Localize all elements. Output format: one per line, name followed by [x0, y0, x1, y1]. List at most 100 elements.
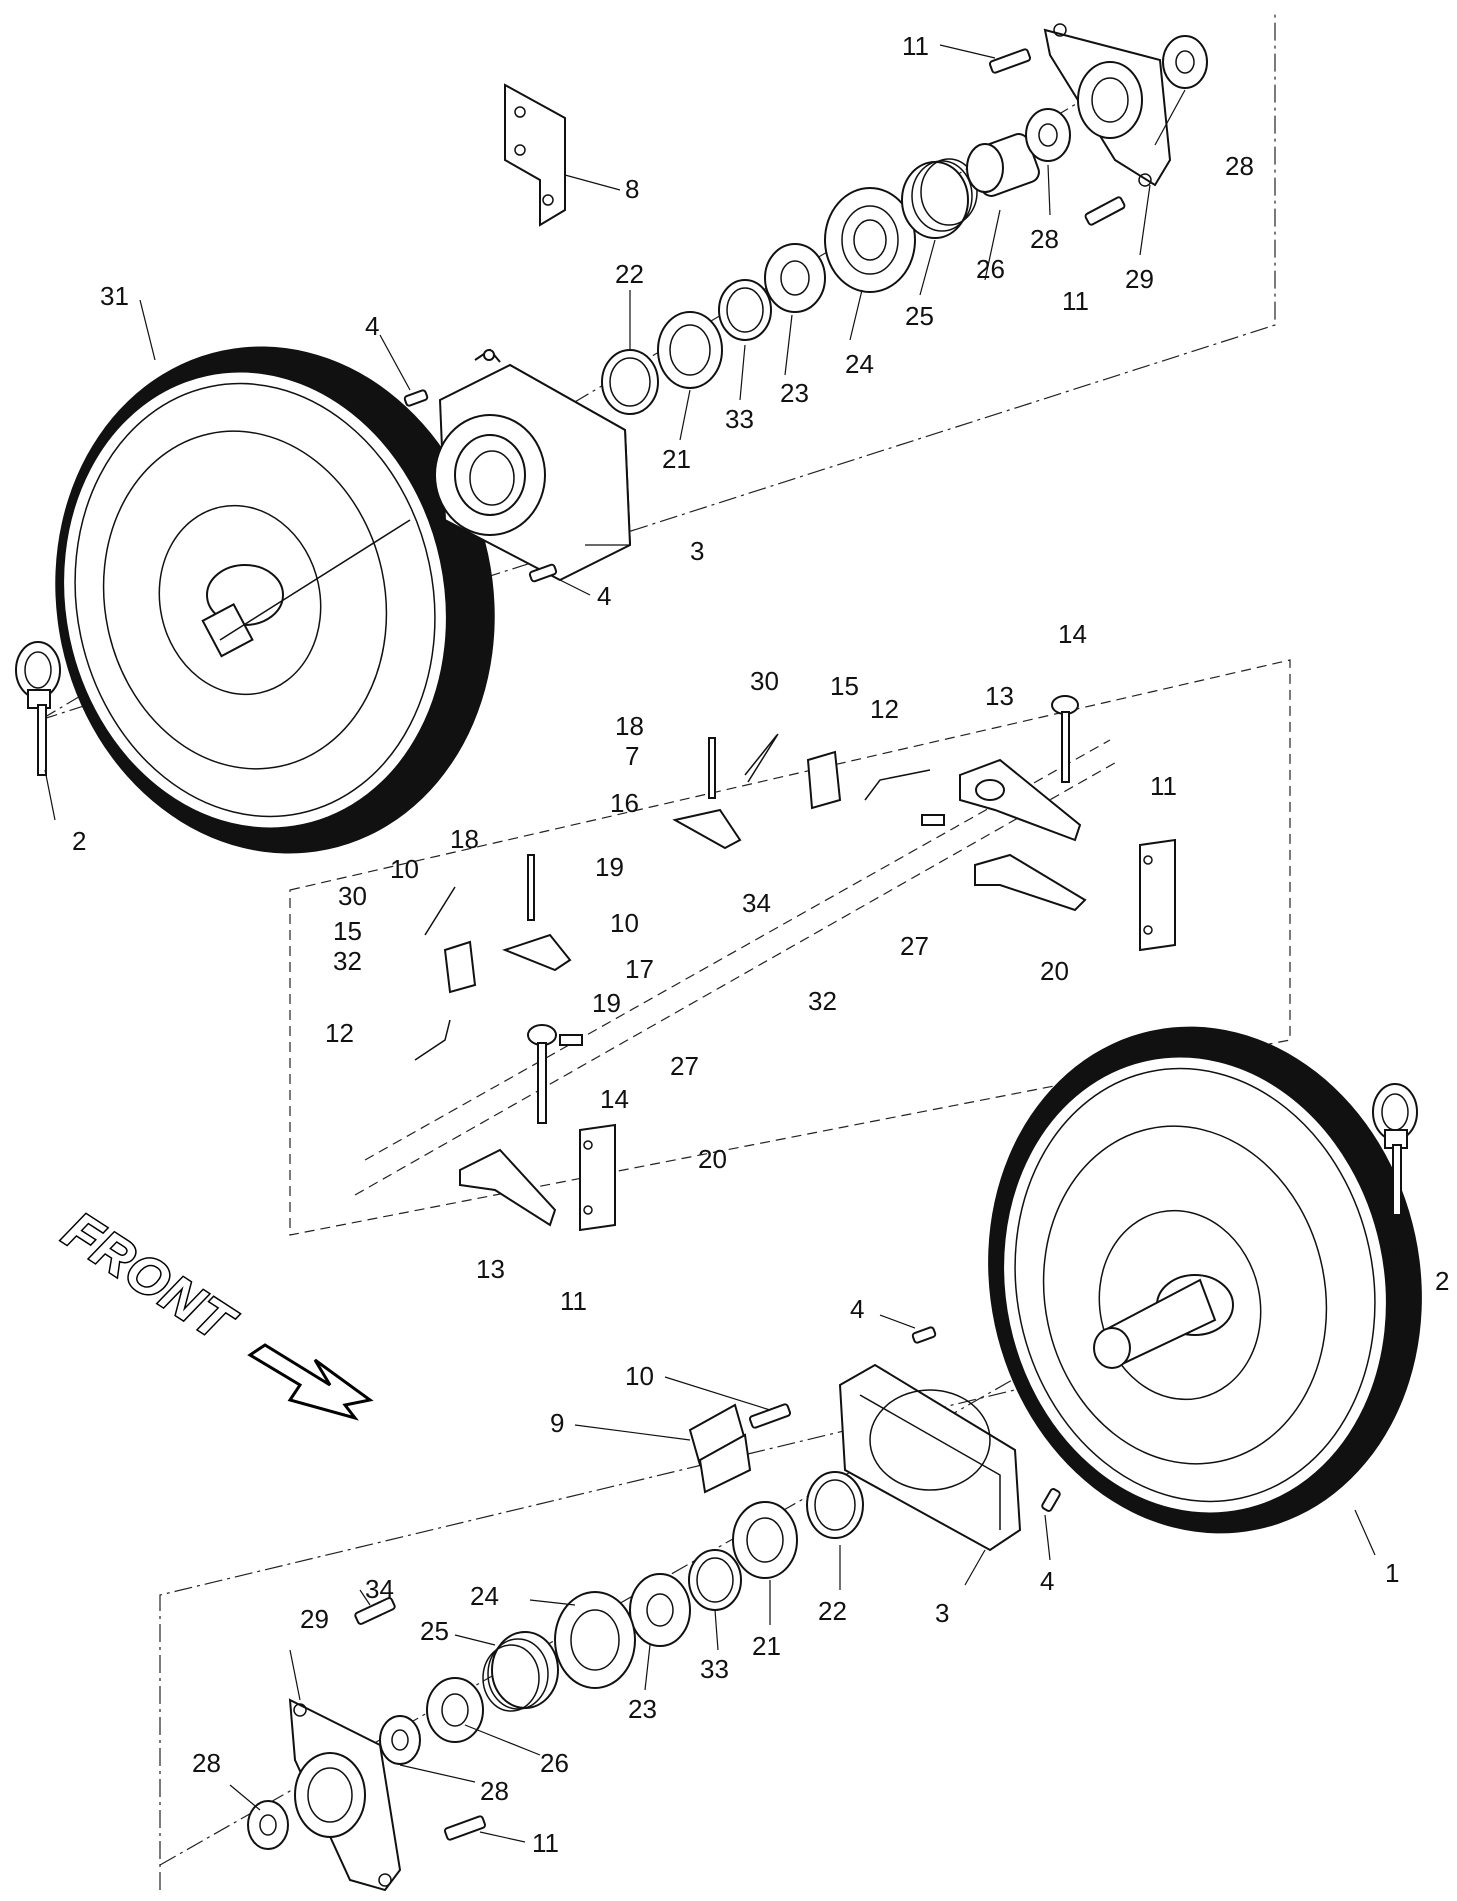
callout-27: 27 [670, 1051, 699, 1081]
wheel-left-tire [55, 346, 495, 854]
spring-25-upper [901, 158, 978, 239]
lever-13-lower [459, 1148, 557, 1227]
callout-11: 11 [902, 31, 929, 61]
upper-assembly-outline [39, 10, 1276, 721]
callout-18: 18 [450, 824, 479, 854]
callout-27: 27 [900, 931, 929, 961]
rod-12-lower [414, 1019, 451, 1061]
gear-23-upper [764, 243, 826, 313]
bolt-4-upper-b [528, 563, 558, 583]
wheel-right-tire [988, 1026, 1422, 1534]
callout-29: 29 [1125, 264, 1154, 294]
callout-29: 29 [300, 1604, 329, 1634]
bracket-20-lower [579, 1123, 616, 1232]
callout-23: 23 [628, 1694, 657, 1724]
bolt-11-upper-b [1084, 196, 1126, 226]
bolt-34-lower [354, 1597, 396, 1625]
axle-shaft [354, 739, 1121, 1196]
bushing-26-lower [426, 1677, 484, 1743]
callout-10: 10 [610, 908, 639, 938]
bolt-4-lower-a [911, 1326, 937, 1344]
callout-9: 9 [550, 1408, 564, 1438]
callout-4: 4 [850, 1294, 864, 1324]
callout-34: 34 [742, 888, 771, 918]
callout-8: 8 [625, 174, 639, 204]
flange-bearing-29-upper [1043, 23, 1172, 187]
callout-30: 30 [750, 666, 779, 696]
flange-bearing-29-lower [288, 1698, 402, 1892]
callout-11: 11 [1150, 771, 1177, 801]
callout-20: 20 [698, 1144, 727, 1174]
callout-28: 28 [1225, 151, 1254, 181]
callout-25: 25 [905, 301, 934, 331]
callout-31: 31 [100, 281, 129, 311]
bolt-11-upper-a [988, 48, 1032, 74]
callout-16: 16 [610, 788, 639, 818]
callout-34: 34 [365, 1574, 394, 1604]
callout-4: 4 [597, 581, 611, 611]
callout-18: 18 [615, 711, 644, 741]
callout-25: 25 [420, 1616, 449, 1646]
callout-28: 28 [1030, 224, 1059, 254]
bracket-17 [502, 933, 572, 972]
callout-labels: 11 28 8 28 26 29 11 22 31 25 4 24 23 33 … [72, 31, 1449, 1858]
callout-11: 11 [560, 1286, 587, 1316]
lever-13-upper [959, 758, 1082, 842]
gear-23-lower [629, 1573, 691, 1647]
callout-19: 19 [595, 852, 624, 882]
bracket-20-upper [1139, 838, 1176, 952]
key-27-lower [559, 1034, 583, 1046]
callout-21: 21 [662, 444, 691, 474]
lower-assembly-outline [159, 1299, 1391, 1890]
spring-25-lower [482, 1631, 559, 1712]
bracket-9 [688, 1403, 752, 1494]
gear-21-upper [657, 311, 723, 389]
callout-32: 32 [333, 946, 362, 976]
bracket-13-lower-arm [974, 853, 1087, 912]
callout-3: 3 [935, 1598, 949, 1628]
gear-21-lower [732, 1501, 798, 1579]
bolt-11-lower [443, 1815, 487, 1841]
rod-12-upper [864, 769, 931, 801]
gear-housing-lower [838, 1363, 1022, 1552]
callout-4: 4 [365, 311, 379, 341]
bushing-26-upper [966, 133, 1040, 197]
callout-12: 12 [870, 694, 899, 724]
callout-19: 19 [592, 988, 621, 1018]
callout-21: 21 [752, 1631, 781, 1661]
callout-24: 24 [845, 349, 874, 379]
front-label: FRONT [53, 1201, 245, 1354]
callout-4: 4 [1040, 1566, 1054, 1596]
callout-22: 22 [818, 1596, 847, 1626]
callout-10: 10 [390, 854, 419, 884]
leader-lines [44, 44, 1401, 1843]
callout-28: 28 [480, 1776, 509, 1806]
key-27-upper [921, 814, 945, 826]
pin-18-upper [708, 737, 716, 799]
clip-15-upper [806, 750, 842, 810]
callout-7: 7 [625, 741, 639, 771]
bolt-10-lower [748, 1403, 792, 1429]
pin-18-lower [527, 854, 535, 921]
plunger-14-lower [527, 1024, 557, 1124]
lynch-pin-right [1372, 1083, 1418, 1216]
callout-13: 13 [985, 681, 1014, 711]
callout-14: 14 [1058, 619, 1087, 649]
bracket-8 [504, 83, 566, 227]
callout-30: 30 [338, 881, 367, 911]
bearing-24-lower [554, 1591, 636, 1689]
callout-26: 26 [976, 254, 1005, 284]
callout-17: 17 [625, 954, 654, 984]
callout-26: 26 [540, 1748, 569, 1778]
callout-2: 2 [72, 826, 86, 856]
callout-12: 12 [325, 1018, 354, 1048]
callout-20: 20 [1040, 956, 1069, 986]
callout-11: 11 [532, 1828, 559, 1858]
callout-22: 22 [615, 259, 644, 289]
spring-30-lower [424, 886, 456, 936]
callout-23: 23 [780, 378, 809, 408]
callout-2: 2 [1435, 1266, 1449, 1296]
lynch-pin-left [15, 641, 61, 776]
plunger-14-upper [1051, 695, 1079, 783]
